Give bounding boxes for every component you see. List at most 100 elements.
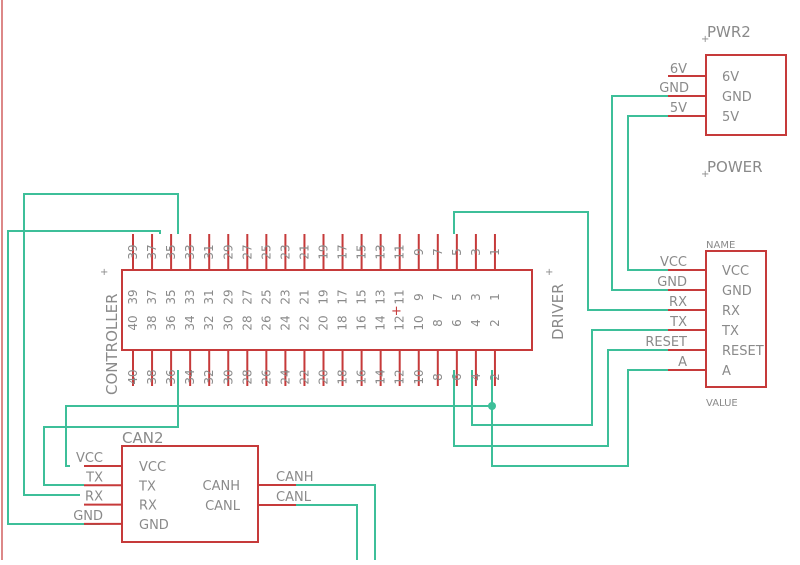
inner-odd-number: 13 <box>374 289 388 304</box>
can2-pin-label: TX <box>138 479 156 494</box>
wire-pin36-tx <box>43 370 179 486</box>
bottom-pin-number: 12 <box>393 369 407 384</box>
value-net-label: A <box>678 355 687 370</box>
can2-body <box>121 445 259 543</box>
controller-name: CONTROLLER <box>103 293 121 395</box>
inner-even-number: 18 <box>336 315 350 330</box>
inner-odd-number: 15 <box>355 289 369 304</box>
top-pin-number: 23 <box>278 244 292 259</box>
inner-odd-number: 35 <box>164 289 178 304</box>
top-pin-number: 25 <box>259 244 273 259</box>
top-pin-number: 17 <box>336 244 350 259</box>
origin-mark: + <box>100 267 108 278</box>
value-pin-label: GND <box>722 284 752 299</box>
pwr2-label-gnd: GND <box>722 90 752 105</box>
top-pin-number: 37 <box>145 244 159 259</box>
inner-odd-number: 19 <box>317 289 331 304</box>
pwr2-net-6v: 6V <box>670 62 687 77</box>
wire-canl <box>258 504 358 560</box>
bottom-pin-number: 16 <box>355 369 369 384</box>
pwr2-label-5v: 5V <box>722 110 739 125</box>
can2-net-label: GND <box>73 509 103 524</box>
wire-canh <box>258 484 376 560</box>
value-pin-label: A <box>722 364 731 379</box>
top-pin-number: 5 <box>450 248 464 256</box>
can2-pin-label: GND <box>139 518 169 533</box>
top-pin-number: 13 <box>374 244 388 259</box>
origin-mark: + <box>545 267 553 278</box>
value-pin-label: VCC <box>722 264 749 279</box>
can2-pin-label: VCC <box>139 460 166 475</box>
value-pin-label: TX <box>721 324 739 339</box>
inner-even-number: 38 <box>145 315 159 330</box>
wire-a <box>491 369 668 467</box>
pwr2-label-6v: 6V <box>722 70 739 85</box>
wire-pin35-rx <box>23 193 179 496</box>
inner-odd-number: 29 <box>221 289 235 304</box>
inner-even-number: 28 <box>240 315 254 330</box>
value-pin-label: RESET <box>722 344 764 359</box>
top-pin-number: 11 <box>393 244 407 259</box>
bottom-pin-number: 6 <box>450 373 464 381</box>
value-block: NAME VALUE VCCVCCGNDGNDRXRXTXTXRESETRESE… <box>645 240 767 409</box>
driver-name: DRIVER <box>549 283 567 340</box>
wire-pin37-gnd <box>7 230 161 525</box>
can2-net-label: VCC <box>76 451 103 466</box>
can2-pin-label: RX <box>139 499 157 514</box>
top-pin-number: 1 <box>488 248 502 256</box>
center-mark: + <box>391 304 402 319</box>
inner-odd-number: 39 <box>126 289 140 304</box>
inner-even-number: 6 <box>450 319 464 327</box>
origin-mark: + <box>701 169 709 180</box>
inner-odd-number: 11 <box>393 289 407 304</box>
pwr2-net-5v: 5V <box>670 101 687 116</box>
bottom-pin-number: 32 <box>202 369 216 384</box>
name-label: NAME <box>706 240 735 251</box>
bottom-pin-number: 2 <box>488 373 502 381</box>
junction-dot <box>488 402 496 410</box>
origin-mark: + <box>701 34 709 45</box>
inner-odd-number: 27 <box>240 289 254 304</box>
wire-pin7-rx <box>453 211 668 311</box>
inner-even-number: 14 <box>374 315 388 330</box>
bottom-pin-number: 26 <box>259 369 273 384</box>
inner-odd-number: 5 <box>450 293 464 301</box>
inner-odd-number: 23 <box>278 289 292 304</box>
value-net-label: VCC <box>660 255 687 270</box>
bottom-pin-number: 28 <box>240 369 254 384</box>
connector-body <box>121 269 533 351</box>
inner-odd-number: 9 <box>412 293 426 301</box>
inner-even-number: 40 <box>126 315 140 330</box>
inner-even-number: 12 <box>393 315 407 330</box>
inner-odd-number: 21 <box>297 289 311 304</box>
top-pin-number: 21 <box>297 244 311 259</box>
wire-gnd-pwr <box>611 95 668 291</box>
value-net-label: TX <box>669 315 687 330</box>
inner-odd-number: 17 <box>336 289 350 304</box>
top-pin-number: 31 <box>202 244 216 259</box>
inner-even-number: 24 <box>278 315 292 330</box>
inner-even-number: 32 <box>202 315 216 330</box>
top-pin-number: 27 <box>240 244 254 259</box>
top-pin-number: 3 <box>469 248 483 256</box>
can2-net-label: CANL <box>276 490 312 505</box>
bottom-pin-number: 8 <box>431 373 445 381</box>
value-net-label: RX <box>669 295 687 310</box>
top-pin-number: 15 <box>355 244 369 259</box>
can2-pin-label: CANH <box>203 479 240 494</box>
bottom-pin-number: 10 <box>412 369 426 384</box>
inner-even-number: 30 <box>221 315 235 330</box>
inner-even-number: 16 <box>355 315 369 330</box>
top-pin-number: 29 <box>221 244 235 259</box>
value-net-label: RESET <box>645 335 687 350</box>
bottom-pin-number: 18 <box>336 369 350 384</box>
inner-even-number: 20 <box>317 315 331 330</box>
value-block-body <box>705 250 767 388</box>
